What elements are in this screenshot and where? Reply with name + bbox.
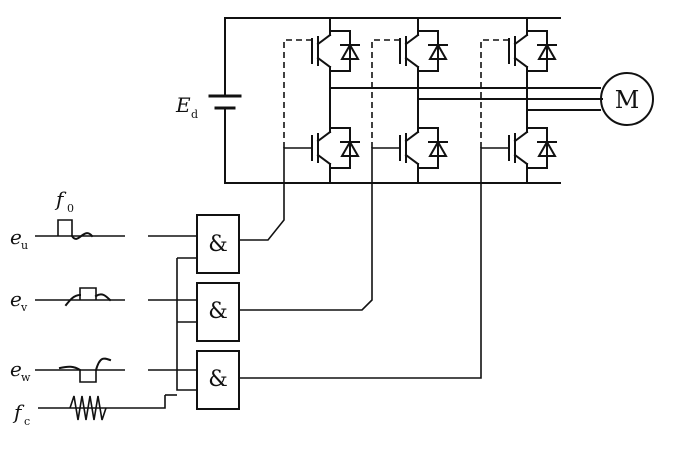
- reference-subscript: 0: [67, 202, 74, 215]
- igbt-w-lower: [508, 121, 557, 175]
- signal-fc-subscript: c: [24, 415, 30, 428]
- motor: M: [600, 72, 654, 126]
- signal-ev-label: e: [10, 287, 22, 311]
- and-gate-u: &: [196, 214, 240, 274]
- dc-bus: [224, 17, 561, 184]
- upper-gate-drives: [283, 39, 509, 148]
- signal-ew-label: e: [10, 357, 22, 381]
- signal-eu-subscript: u: [21, 239, 28, 252]
- motor-label: M: [615, 86, 640, 114]
- battery-source: E d: [175, 93, 242, 121]
- signal-eu-label: e: [10, 225, 22, 249]
- reference-label: f: [54, 187, 67, 211]
- and-gate-w-label: &: [208, 367, 228, 392]
- motor-leads: [329, 87, 603, 111]
- gate-inputs: [130, 235, 197, 409]
- igbt-u-upper: [311, 24, 360, 78]
- source-label: E: [175, 93, 191, 117]
- igbt-u-lower: [311, 121, 360, 175]
- signal-ew: e w: [10, 357, 125, 384]
- igbt-v-upper: [399, 24, 448, 78]
- inverter-leg-u: [311, 17, 360, 184]
- signal-ev-subscript: v: [20, 301, 28, 314]
- inverter-leg-v: [399, 17, 448, 184]
- and-gate-v-label: &: [208, 299, 228, 324]
- and-gate-v: &: [196, 282, 240, 342]
- signal-ew-subscript: w: [21, 371, 31, 384]
- signal-ev: e v: [10, 287, 125, 314]
- and-gate-w: &: [196, 350, 240, 410]
- signal-eu: e u f 0: [10, 187, 125, 252]
- and-gate-u-label: &: [208, 232, 228, 257]
- igbt-w-upper: [508, 24, 557, 78]
- source-subscript: d: [191, 108, 198, 121]
- signal-fc: f c: [12, 395, 130, 428]
- inverter-leg-w: [508, 17, 557, 184]
- igbt-v-lower: [399, 121, 448, 175]
- lower-gate-drives: [240, 147, 509, 379]
